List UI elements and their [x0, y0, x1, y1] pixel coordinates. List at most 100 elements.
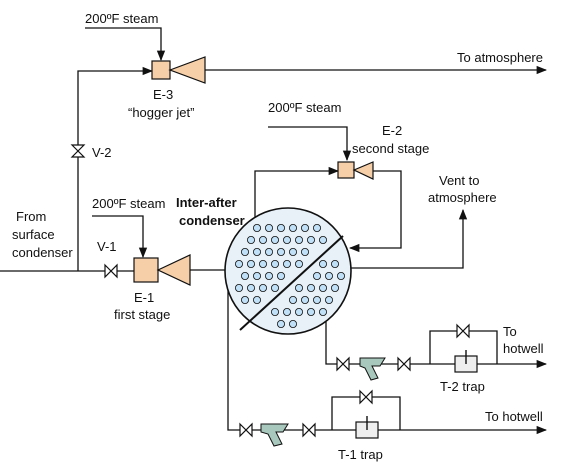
condenser-tube [252, 223, 261, 232]
e3-desc-label: “hogger jet” [128, 105, 194, 120]
e1-body [133, 257, 159, 283]
condenser-tube [270, 235, 279, 244]
e1-desc-label: first stage [114, 307, 170, 322]
condenser-tube [318, 259, 327, 268]
e1-first-stage-ejector [133, 254, 191, 286]
e3-steam-line [85, 27, 166, 62]
condenser-tube [324, 271, 333, 280]
strainer-t1 [260, 423, 289, 447]
condenser-tube [330, 259, 339, 268]
condenser-tube [318, 235, 327, 244]
condenser-tube [252, 271, 261, 280]
condenser-tube [240, 271, 249, 280]
condenser-tube [294, 235, 303, 244]
condenser-partition [239, 235, 344, 331]
condenser-tube [252, 247, 261, 256]
valve-group [70, 144, 470, 438]
e2-name-label: E-2 [382, 123, 402, 138]
e2-desc-label: second stage [352, 141, 429, 156]
to-hotwell-t2-line2: hotwell [503, 341, 544, 356]
t1-trap-label: T-1 trap [338, 447, 383, 462]
t1-drain-line [227, 288, 332, 431]
e3-name-label: E-3 [153, 87, 173, 102]
condenser-tube [300, 223, 309, 232]
condenser-tube [240, 247, 249, 256]
t2-drain-line [325, 314, 430, 365]
e2-second-stage-ejector [337, 161, 374, 180]
e2-steam-line [268, 126, 352, 162]
condenser-tube [270, 283, 279, 292]
from-label-line1: From [16, 209, 46, 224]
condenser-tube [258, 235, 267, 244]
condenser-tube [264, 223, 273, 232]
condenser-tube [282, 307, 291, 316]
condenser-tube [300, 247, 309, 256]
e1-steam-label: 200ºF steam [92, 196, 165, 211]
e1-nozzle [156, 254, 191, 286]
e3-hogger-ejector [151, 56, 206, 84]
condenser-tube [324, 295, 333, 304]
inter-after-label-line2: condenser [179, 213, 245, 228]
from-label-line2: surface [12, 227, 55, 242]
condenser-tube [276, 319, 285, 328]
valve-v1 [104, 263, 118, 279]
condenser-tube [234, 283, 243, 292]
vent-label-line1: Vent to [439, 173, 479, 188]
condenser-tube [282, 235, 291, 244]
condenser-tube [312, 295, 321, 304]
condenser-vapor-line [254, 166, 340, 225]
condenser-tube [252, 295, 261, 304]
valve-t2-outlet [397, 356, 411, 372]
v1-label: V-1 [97, 239, 117, 254]
condenser-tube [264, 271, 273, 280]
condenser-tube [276, 271, 285, 280]
condenser-tube [288, 319, 297, 328]
condenser-tube [282, 259, 291, 268]
condenser-tube [288, 295, 297, 304]
t2-steam-trap [454, 350, 478, 373]
e1-steam-line [92, 215, 148, 259]
condenser-tube [312, 271, 321, 280]
condenser-tube [276, 247, 285, 256]
inter-after-label-line1: Inter-after [176, 195, 237, 210]
valve-t2-inlet [336, 356, 350, 372]
valve-t1-inlet [239, 422, 253, 438]
vent-line [348, 208, 468, 269]
condenser-tube [318, 307, 327, 316]
v2-label: V-2 [92, 145, 112, 160]
t2-trap-label: T-2 trap [440, 379, 485, 394]
e3-body [151, 60, 171, 80]
valve-t1-bypass [359, 389, 373, 405]
e2-body [337, 161, 355, 179]
to-atmosphere-label: To atmosphere [457, 50, 543, 65]
condenser-tube [288, 247, 297, 256]
condenser-tube [318, 283, 327, 292]
vent-label-line2: atmosphere [428, 190, 497, 205]
condenser-tube [258, 283, 267, 292]
valve-v2 [70, 144, 86, 158]
e1-name-label: E-1 [134, 290, 154, 305]
e2-nozzle [352, 161, 374, 180]
condenser-tube [270, 259, 279, 268]
condenser-tube [294, 259, 303, 268]
condenser-tube [264, 247, 273, 256]
strainer-t2 [359, 357, 386, 381]
e3-nozzle [168, 56, 206, 84]
t1-steam-trap [355, 416, 379, 439]
condenser-tube [270, 307, 279, 316]
e3-steam-label: 200ºF steam [85, 11, 158, 26]
condenser-tube [240, 295, 249, 304]
condenser-tube [258, 259, 267, 268]
condenser-tube [336, 271, 345, 280]
valve-t2-bypass [456, 323, 470, 339]
to-hotwell-t2-line1: To [503, 324, 517, 339]
condenser-tube [306, 235, 315, 244]
condenser-tube [246, 259, 255, 268]
condenser-tube [294, 283, 303, 292]
condenser-tube [312, 223, 321, 232]
condenser-tube [294, 307, 303, 316]
condenser-tube [246, 283, 255, 292]
to-hotwell-t1-label: To hotwell [485, 409, 543, 424]
valve-t1-outlet [302, 422, 316, 438]
